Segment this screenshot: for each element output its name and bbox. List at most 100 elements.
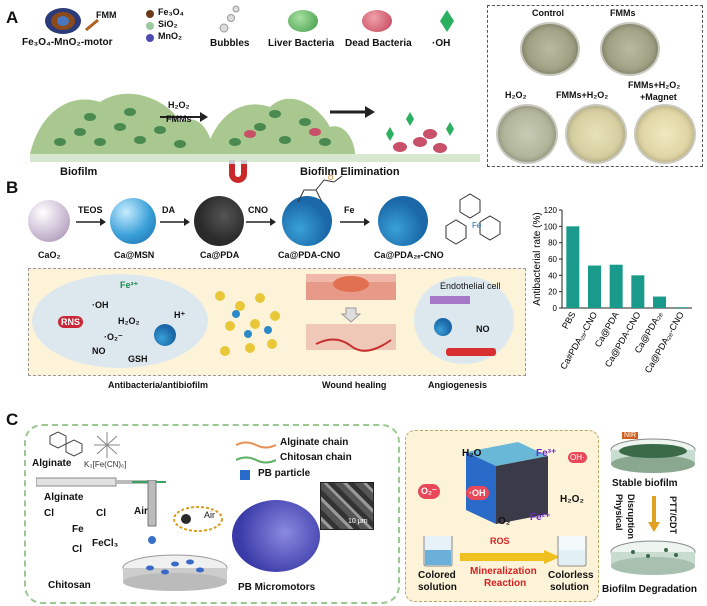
c-disruption: Disruption	[626, 494, 636, 539]
legend-liver: Liver Bacteria	[268, 38, 335, 49]
alginate-chain-icon	[236, 441, 276, 449]
liver-bacteria-icon	[288, 10, 318, 32]
panel-a-letter: A	[6, 8, 19, 27]
chitosan-chain-icon	[236, 456, 276, 464]
molecule-structure: O	[297, 175, 343, 203]
panel-b-letter: B	[6, 178, 19, 197]
ca-msn-sphere	[110, 198, 156, 244]
c-cl1: Cl	[44, 508, 54, 519]
dish-fmms-label: FMMs	[610, 8, 636, 18]
c-o2: O₂	[498, 516, 511, 527]
dish-magnet-label-2: +Magnet	[640, 92, 677, 102]
b-no: NO	[92, 346, 106, 356]
c-physical: Physical	[614, 494, 624, 531]
b-angio: Angiogenesis	[428, 380, 488, 390]
c-air2: Air	[204, 510, 215, 520]
b-no2: NO	[476, 324, 490, 334]
c-alginate: Alginate	[44, 492, 84, 503]
c-stable: Stable biofilm	[612, 478, 678, 489]
star-icon	[94, 432, 120, 458]
degraded-biofilm-dish	[610, 540, 696, 575]
y-tick-label: 80	[548, 239, 557, 248]
molecule-icon	[49, 431, 83, 457]
dish-magnet-label-1: FMMs+H₂O₂	[628, 80, 681, 90]
svg-text:O: O	[328, 175, 334, 182]
bar	[674, 307, 688, 308]
fabrication-box	[24, 424, 400, 604]
y-axis-label: Antibacterial rate (%)	[532, 212, 543, 305]
y-tick-label: 0	[553, 304, 558, 313]
motor-label: Fe₃O₄-MnO₂-motor	[22, 37, 113, 48]
magnifier-icon	[173, 506, 223, 532]
b-o2: ·O₂⁻	[104, 332, 123, 342]
dead-bacteria-icon	[362, 10, 392, 32]
c-legend-pb: PB particle	[258, 468, 311, 479]
bar	[653, 296, 666, 308]
b-ca-pda-cno: Ca@PDA-CNO	[278, 250, 341, 260]
c-mineral-1: Mineralization	[470, 566, 537, 577]
down-arrow	[648, 496, 660, 532]
c-cl3: Cl	[72, 544, 82, 555]
bar	[588, 265, 601, 308]
c-legend-chitosan: Chitosan chain	[280, 452, 352, 463]
fmm-label: FMM	[96, 10, 117, 20]
c-pb-micromotors: PB Micromotors	[238, 582, 316, 593]
mno2-icon	[146, 34, 154, 42]
c-colored-1: Colored	[418, 570, 456, 581]
legend-sio2: SiO₂	[158, 19, 178, 29]
b-h2o2: H₂O₂	[118, 316, 140, 326]
biofilm-label: Biofilm	[60, 166, 98, 178]
b-fe: Fe	[344, 205, 355, 215]
dish-magnet	[634, 104, 696, 164]
fe-complex-structure: Fe	[445, 193, 501, 245]
cao2-sphere	[28, 200, 70, 242]
beaker-colorless	[557, 536, 587, 567]
ca-pda-cno-sphere	[282, 196, 332, 246]
magnet-icon	[229, 160, 247, 183]
c-h2o2: H₂O₂	[560, 494, 584, 505]
legend-oh: ·OH	[432, 38, 451, 49]
c-ptt: PTT/CDT	[668, 496, 678, 534]
b-cao2: CaO₂	[38, 250, 61, 260]
b-da: DA	[162, 205, 175, 215]
dish-h2o2	[496, 104, 558, 164]
y-tick-label: 20	[548, 288, 557, 297]
b-endothelial: Endothelial cell	[440, 281, 501, 291]
c-ohs: OH·	[568, 452, 587, 463]
b-rns: RNS	[58, 316, 84, 328]
pb-particle-icon	[240, 470, 250, 480]
c-k-fecn: K₃[Fe(CN)₆]	[84, 460, 127, 469]
arrow-4	[340, 218, 370, 226]
c-legend-alginate: Alginate chain	[280, 437, 349, 448]
c-colored-2: solution	[418, 582, 457, 593]
legend-bubbles: Bubbles	[210, 38, 250, 49]
b-oh: ·OH	[92, 300, 109, 310]
b-teos: TEOS	[78, 205, 103, 215]
legend-fe3o4: Fe₃O₄	[158, 7, 184, 17]
dish-fmms-h2o2-label: FMMs+H₂O₂	[556, 90, 609, 100]
b-wound: Wound healing	[322, 380, 387, 390]
a-h2o2: H₂O₂	[168, 100, 190, 110]
panel-c-letter: C	[6, 410, 19, 429]
motor-icon	[45, 8, 81, 34]
b-ca-msn: Ca@MSN	[114, 250, 155, 260]
endothelial-bar	[430, 296, 470, 304]
stable-biofilm-dish	[610, 438, 696, 473]
beaker-colored	[423, 536, 453, 567]
fmm-icon	[85, 18, 99, 32]
bar	[631, 275, 645, 308]
dish-control	[520, 22, 580, 76]
c-chitosan: Chitosan	[48, 580, 91, 591]
biofilm-schematic	[30, 93, 480, 162]
dish-fmms-h2o2	[565, 104, 627, 164]
c-scale: 10 μm	[348, 518, 368, 525]
b-ca-pdafe-cno: Ca@PDA₂ₑ-CNO	[374, 250, 444, 260]
dish-fmms	[600, 22, 660, 76]
b-antibacteria: Antibacteria/antibiofilm	[108, 380, 209, 390]
y-tick-label: 120	[544, 206, 558, 215]
nozzle-icon	[147, 480, 157, 544]
yellow-arrow	[460, 550, 560, 564]
b-hplus: H⁺	[174, 310, 186, 320]
sem-image	[320, 482, 374, 530]
a-fmms: FMMs	[166, 114, 192, 124]
